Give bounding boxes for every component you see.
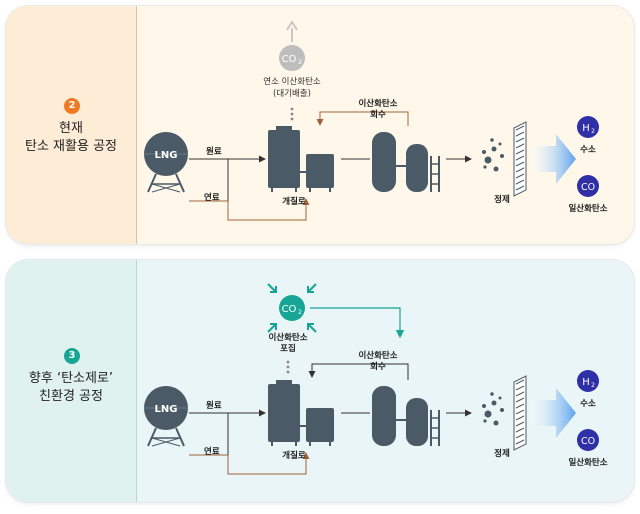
co2-caption-line1: 연소 이산화탄소 [263,76,321,87]
panel-title-line2: 탄소 재활용 공정 [25,139,117,154]
carbon-monoxide-icon [577,429,599,451]
raw-material-label: 원료 [206,400,222,411]
captured-co2-flow-arrow [310,307,405,339]
process-diagram: LNG 원료 연료 개질로 연소 이산화탄소 (대기배출) CO 2 [144,20,608,221]
h2-icon-text: H [582,377,590,388]
purification-label: 정제 [494,194,510,205]
co-icon-text: CO [581,436,595,447]
capture-caption-line1: 이산화탄소 [268,332,307,343]
emission-dot [290,117,294,121]
co-icon-text: CO [581,182,595,193]
lng-label: LNG [155,150,178,161]
water-drops-icon [482,138,504,172]
purification-filter-icon [513,375,527,451]
h2-icon-subscript: 2 [591,128,595,135]
output-arrow [530,388,576,438]
h2-icon-text: H [582,123,590,134]
lng-tank: LNG [144,132,188,193]
co2-icon-text: CO [282,304,297,315]
emission-up-arrowhead [286,20,298,31]
co2-recovery-arrow [308,363,409,380]
future-process-panel: 3 향후 ‘탄소제로’ 친환경 공정 LNG 원료 연료 [6,260,634,502]
capture-dot [286,360,290,364]
capture-arrows-icon [267,283,317,333]
panel-title-line2: 친환경 공정 [39,389,103,404]
recovery-label-line2: 회수 [370,361,386,372]
carbon-monoxide-icon [577,175,599,197]
step-number-badge: 3 [64,348,80,364]
reformer-unit [268,126,334,192]
lng-tank: LNG [144,386,188,447]
hydrogen-icon [577,370,599,392]
co2-capture-icon [279,295,305,321]
fuel-label: 연료 [204,446,220,457]
hydrogen-label: 수소 [580,399,596,409]
recovery-label-line1: 이산화탄소 [358,350,397,361]
co2-absorber-unit [372,386,440,446]
emission-dot [290,107,294,111]
panel-title-line1: 향후 ‘탄소제로’ [28,371,114,386]
purification-label: 정제 [494,448,510,459]
panel-title-line1: 현재 [59,121,83,136]
co2-icon-text: CO [282,54,297,65]
co2-icon-subscript: 2 [298,309,302,316]
carbon-monoxide-label: 일산화탄소 [568,457,607,468]
raw-material-label: 원료 [206,146,222,157]
capture-caption-line2: 포집 [280,343,296,354]
emission-dot [290,112,294,116]
h2-icon-subscript: 2 [591,382,595,389]
fuel-arrow [189,198,310,221]
lng-label: LNG [155,404,178,415]
panel-side-header: 2 현재 탄소 재활용 공정 [6,6,137,244]
co2-icon-subscript: 2 [298,59,302,66]
reformer-label: 개질로 [282,196,306,207]
co2-absorber-unit [372,132,440,192]
water-drops-icon [482,392,504,426]
capture-dot [286,365,290,369]
step-number-badge: 2 [64,98,80,114]
reformer-unit [268,380,334,446]
fuel-arrow [189,452,310,475]
output-arrow [530,134,576,184]
co2-emission-icon [279,45,305,71]
reformer-label: 개질로 [282,450,306,461]
recovery-label-line2: 회수 [370,109,386,120]
carbon-monoxide-label: 일산화탄소 [568,203,607,214]
recovery-label-line1: 이산화탄소 [358,98,397,109]
purification-filter-icon [513,121,527,197]
co2-caption-line2: (대기배출) [273,88,311,99]
hydrogen-icon [577,116,599,138]
current-process-panel: 2 현재 탄소 재활용 공정 LNG 원료 연료 [6,6,634,244]
fuel-label: 연료 [204,192,220,203]
hydrogen-label: 수소 [580,145,596,155]
process-diagram: LNG 원료 연료 개질로 이산화탄소 포집 CO 2 [144,283,608,475]
panel-side-header: 3 향후 ‘탄소제로’ 친환경 공정 [6,260,137,502]
capture-dot [286,370,290,374]
co2-recovery-arrow [316,111,409,126]
